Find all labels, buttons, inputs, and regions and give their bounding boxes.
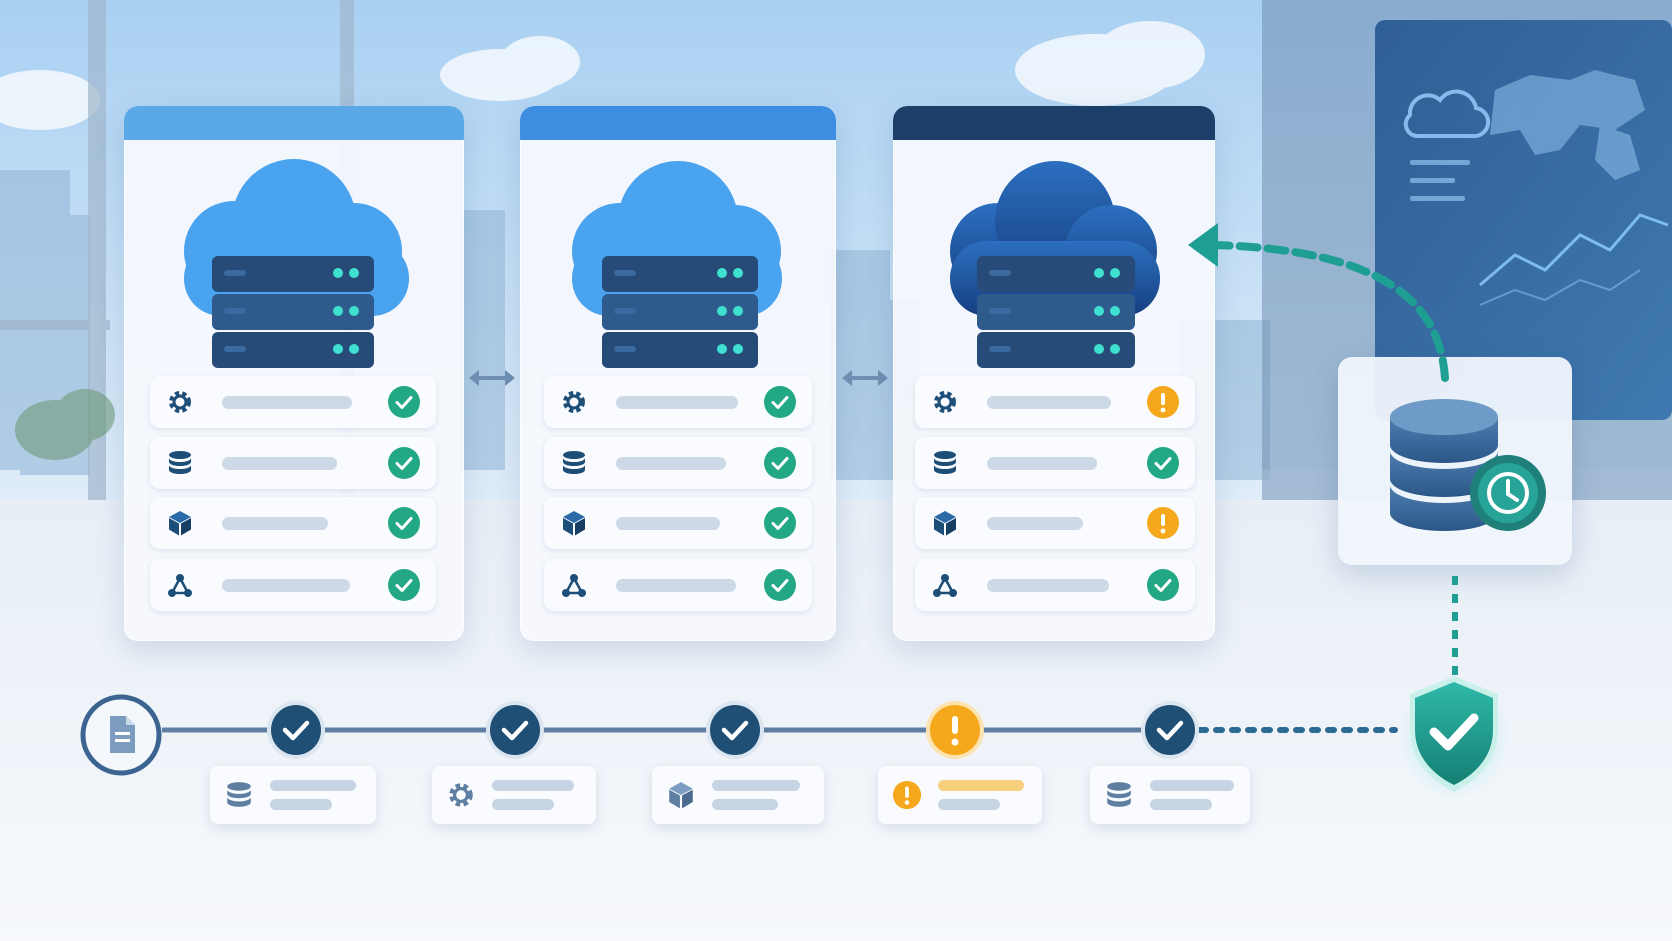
card-text-placeholder — [938, 799, 1000, 810]
document-icon[interactable] — [80, 694, 162, 776]
gear-icon — [169, 391, 191, 413]
status-row-config[interactable] — [150, 376, 436, 428]
clock-history-icon — [1470, 455, 1546, 531]
row-text-placeholder — [616, 517, 720, 530]
cube-icon — [563, 511, 585, 536]
warning-icon — [1147, 507, 1179, 539]
check-icon — [388, 507, 420, 539]
gear-icon — [449, 783, 473, 807]
row-text-placeholder — [987, 517, 1083, 530]
status-row-container[interactable] — [544, 497, 812, 549]
check-icon — [388, 569, 420, 601]
row-text-placeholder — [222, 579, 350, 592]
status-row-network[interactable] — [915, 559, 1195, 611]
check-icon — [764, 386, 796, 418]
check-icon — [764, 507, 796, 539]
database-icon — [169, 451, 191, 474]
row-text-placeholder — [616, 457, 726, 470]
status-row-config[interactable] — [915, 376, 1195, 428]
database-icon — [563, 451, 585, 474]
row-text-placeholder — [616, 579, 736, 592]
environment-header — [893, 106, 1215, 140]
check-icon — [388, 447, 420, 479]
warning-icon — [892, 780, 922, 810]
row-text-placeholder — [222, 517, 328, 530]
cube-icon — [169, 511, 191, 536]
status-row-config[interactable] — [544, 376, 812, 428]
pipeline-step-4-card[interactable] — [878, 766, 1042, 824]
network-icon — [168, 574, 192, 597]
pipeline-step-3-node[interactable] — [705, 700, 765, 760]
cloud-server-icon — [572, 161, 782, 368]
pipeline-step-5-node[interactable] — [1140, 700, 1200, 760]
pipeline-step-1-card[interactable] — [210, 766, 376, 824]
check-icon — [764, 447, 796, 479]
card-text-placeholder — [492, 780, 574, 791]
check-icon — [764, 569, 796, 601]
check-icon — [1147, 569, 1179, 601]
environment-header — [520, 106, 836, 140]
database-backup-icon — [1390, 399, 1546, 531]
pipeline-step-3-card[interactable] — [652, 766, 824, 824]
backup-card[interactable] — [1338, 357, 1572, 565]
status-row-database[interactable] — [150, 437, 436, 489]
bidirectional-arrow-icon — [842, 370, 888, 386]
row-text-placeholder — [222, 457, 337, 470]
gear-icon — [563, 391, 585, 413]
status-row-database[interactable] — [915, 437, 1195, 489]
gear-icon — [934, 391, 956, 413]
cloud-server-icon — [184, 159, 409, 368]
environment-card-2 — [520, 106, 836, 641]
pipeline-step-2-card[interactable] — [432, 766, 596, 824]
environment-header — [124, 106, 464, 140]
network-icon — [933, 574, 957, 597]
cube-icon — [934, 511, 956, 536]
card-text-placeholder — [492, 799, 554, 810]
row-text-placeholder — [616, 396, 738, 409]
card-text-placeholder — [712, 799, 778, 810]
card-text-placeholder — [938, 780, 1024, 791]
status-row-network[interactable] — [544, 559, 812, 611]
row-text-placeholder — [987, 579, 1109, 592]
database-icon — [227, 782, 251, 807]
bidirectional-arrow-icon — [469, 370, 515, 386]
card-text-placeholder — [270, 780, 356, 791]
database-icon — [934, 451, 956, 474]
row-text-placeholder — [987, 396, 1111, 409]
status-row-container[interactable] — [150, 497, 436, 549]
cube-icon — [669, 782, 693, 809]
environment-card-3 — [893, 106, 1215, 641]
card-text-placeholder — [1150, 780, 1234, 791]
card-text-placeholder — [712, 780, 800, 791]
pipeline-step-1-node[interactable] — [266, 700, 326, 760]
status-row-database[interactable] — [544, 437, 812, 489]
check-icon — [388, 386, 420, 418]
row-text-placeholder — [987, 457, 1097, 470]
status-row-network[interactable] — [150, 559, 436, 611]
status-row-container[interactable] — [915, 497, 1195, 549]
check-icon — [1147, 447, 1179, 479]
card-text-placeholder — [1150, 799, 1212, 810]
pipeline-step-2-node[interactable] — [485, 700, 545, 760]
environment-card-1 — [124, 106, 464, 641]
cloud-server-icon — [950, 161, 1160, 368]
pipeline-step-5-card[interactable] — [1090, 766, 1250, 824]
row-text-placeholder — [222, 396, 352, 409]
shield-check-icon[interactable] — [1398, 668, 1510, 800]
warning-icon — [1147, 386, 1179, 418]
database-icon — [1107, 782, 1131, 807]
pipeline-step-4-node[interactable] — [925, 700, 985, 760]
network-icon — [562, 574, 586, 597]
card-text-placeholder — [270, 799, 332, 810]
